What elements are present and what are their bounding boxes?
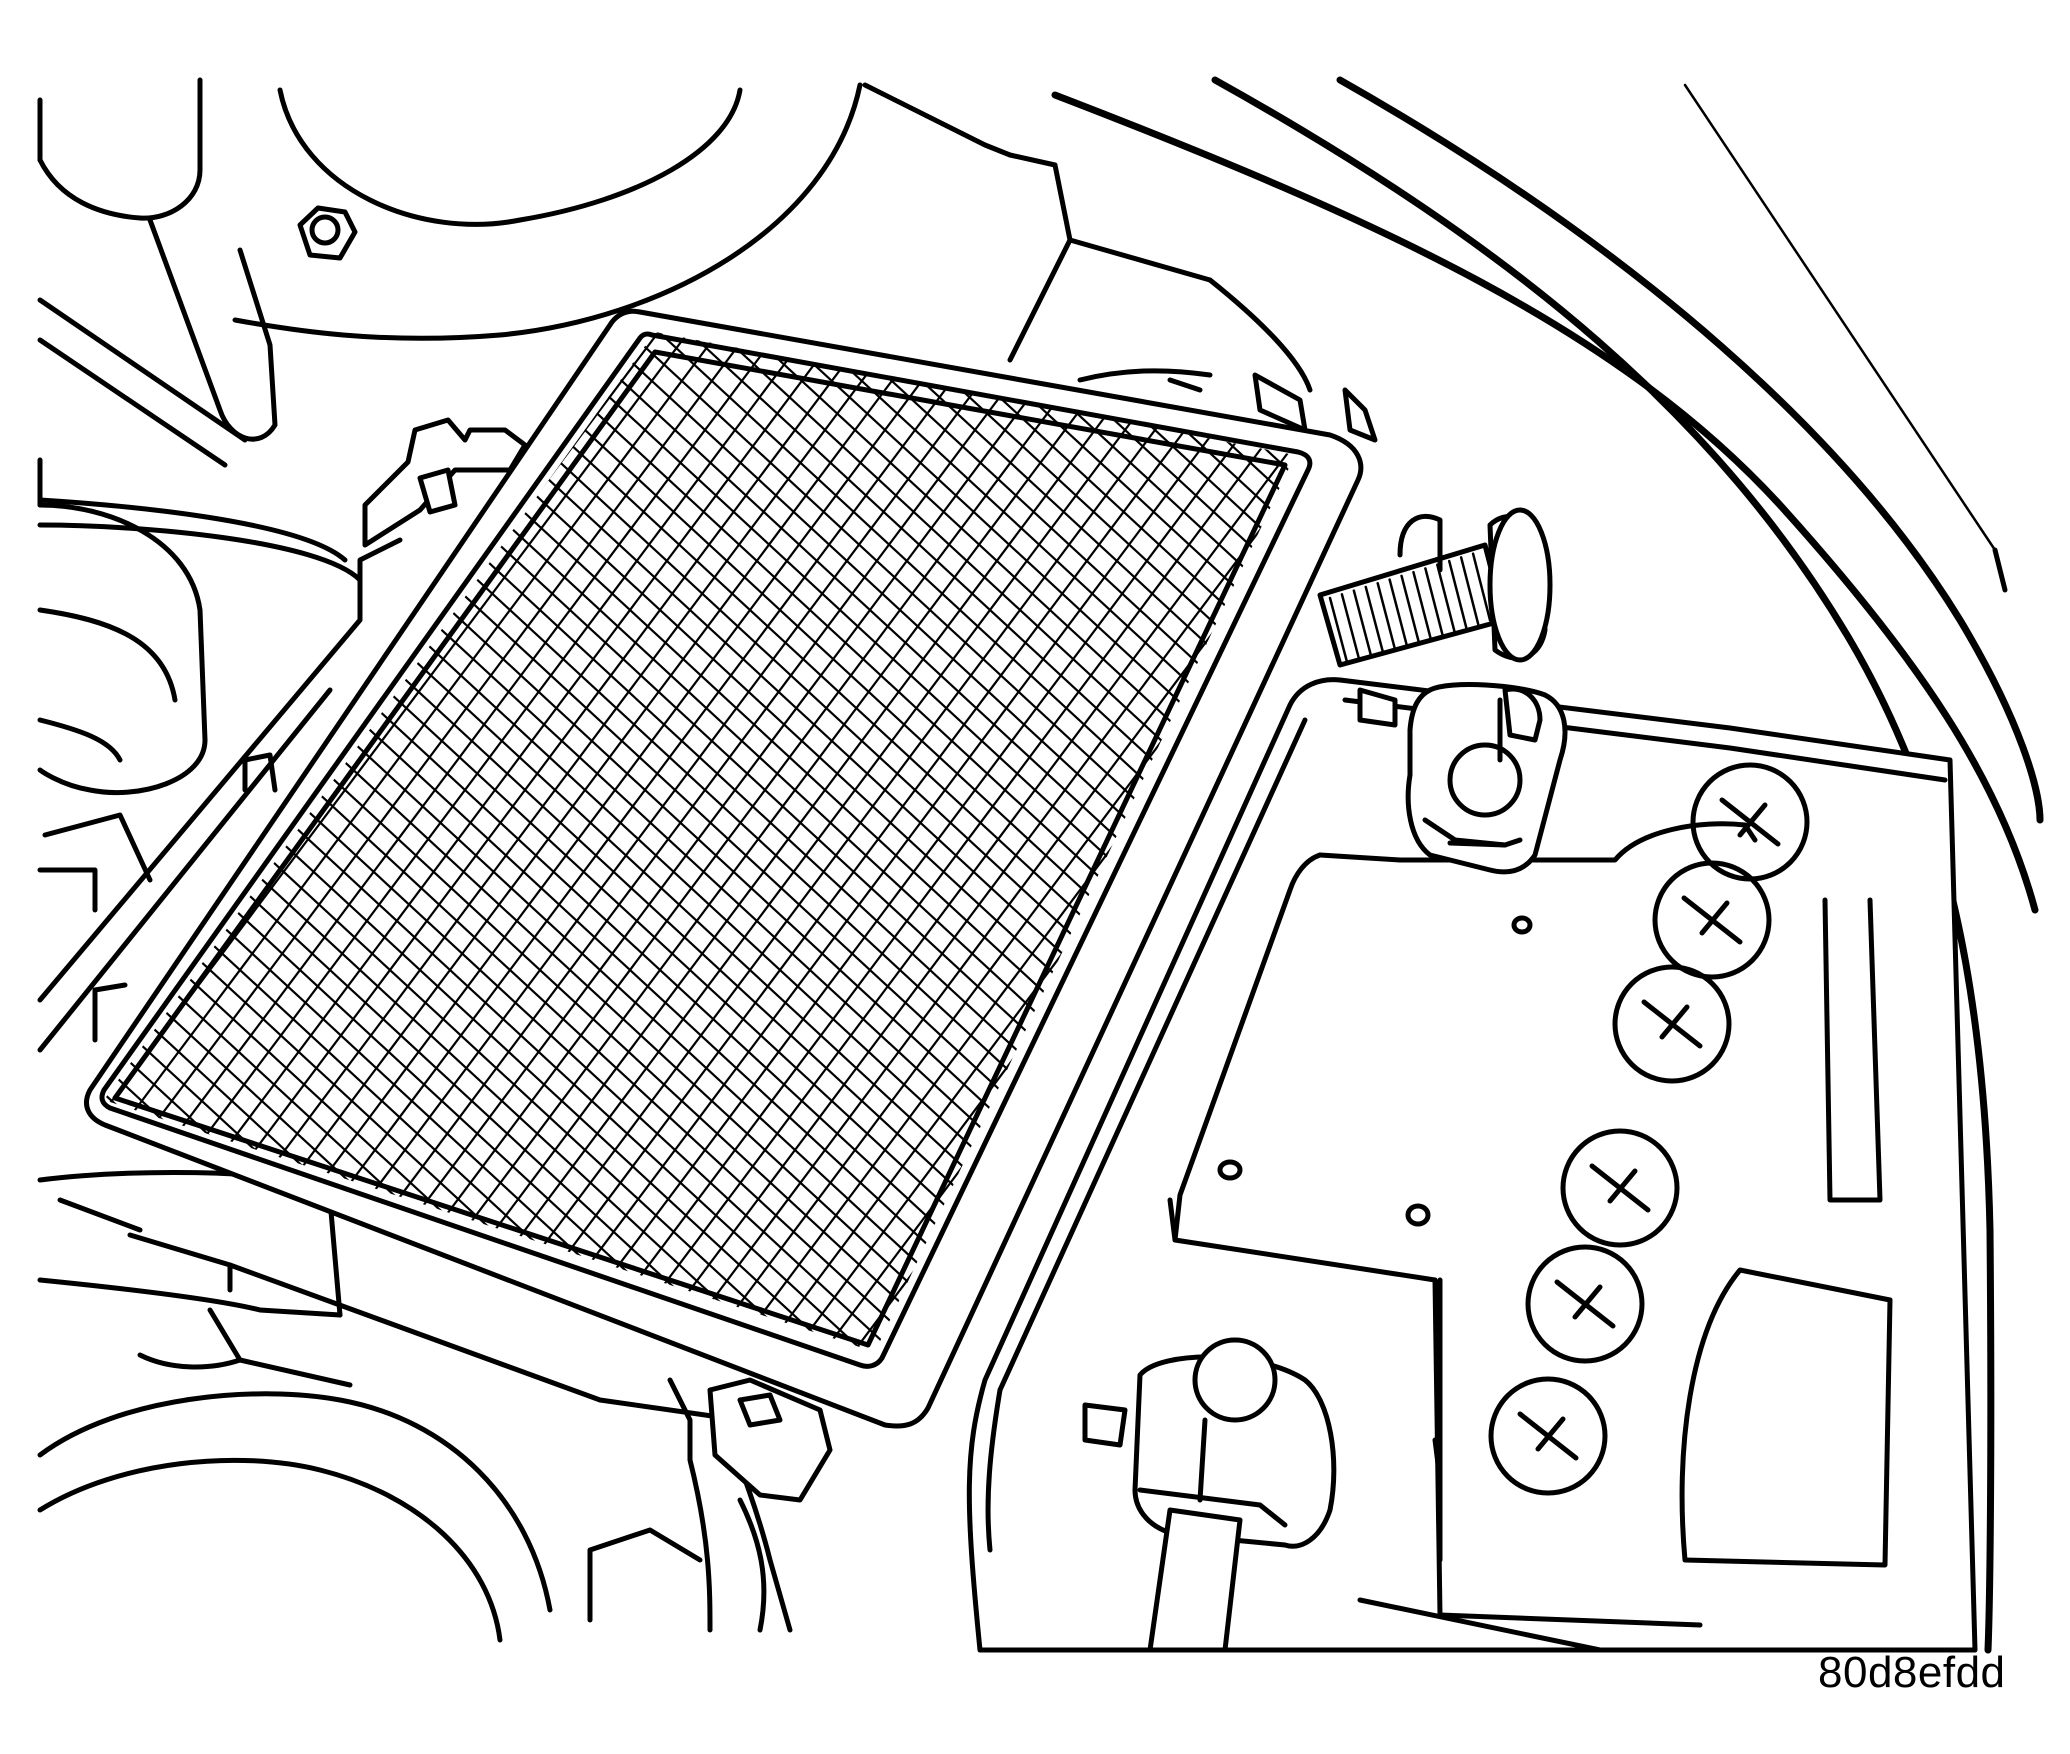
mesh-line (839, 332, 1295, 1352)
mesh-line (1950, 250, 2070, 1450)
mesh-line (749, 332, 1295, 1352)
mesh-line (104, 332, 211, 1352)
mesh-line (809, 332, 1295, 1352)
mesh-line (0, 250, 60, 1450)
mesh-line (104, 332, 121, 1352)
mesh-line (359, 332, 1295, 1352)
mesh-line (104, 332, 1121, 1352)
mesh-line (104, 332, 751, 1352)
mesh-line (899, 332, 1295, 1352)
mesh-line (869, 332, 1295, 1352)
hold-down-bolt (1317, 507, 1553, 668)
mesh-line (419, 332, 1295, 1352)
mesh-line (0, 250, 100, 1450)
bolt-thread (1471, 552, 1492, 622)
bolt-thread (1388, 578, 1408, 646)
mesh-line (629, 332, 1295, 1352)
mesh-line (104, 332, 1001, 1352)
mesh-line (689, 332, 1295, 1352)
mesh-line (1950, 250, 2070, 1450)
mesh-line (104, 332, 1091, 1352)
cell-cap (1652, 860, 1772, 980)
mesh-line (779, 332, 1295, 1352)
mesh-line (104, 332, 781, 1352)
mesh-line (959, 332, 1295, 1352)
mesh-line (1019, 332, 1295, 1352)
mesh-line (1049, 332, 1295, 1352)
cell-cap (1525, 1244, 1645, 1364)
bolt-thread (1412, 570, 1432, 640)
bolt-thread (1364, 585, 1385, 653)
bolt-thread (1436, 563, 1456, 633)
mesh-line (2040, 250, 2070, 1450)
cell-caps (1488, 762, 1810, 1496)
bolt-thread (1328, 596, 1349, 664)
bolt-thread (1376, 581, 1396, 650)
mesh-line (659, 332, 1295, 1352)
mesh-line (389, 332, 1295, 1352)
bolt-thread (1447, 559, 1468, 629)
mesh-line (104, 332, 841, 1352)
mesh-line (659, 332, 1295, 1352)
mesh-line (104, 332, 221, 1352)
mesh-line (104, 332, 811, 1352)
bolt-thread (1352, 589, 1373, 657)
mesh-line (719, 332, 1295, 1352)
mesh-line (104, 332, 971, 1352)
mesh-line (0, 250, 90, 1450)
mesh-line (419, 332, 1295, 1352)
cell-cap (1560, 1128, 1680, 1248)
air-cleaner-cover (0, 250, 2070, 1450)
battery-terminal-lower (1082, 1337, 1337, 1653)
bolt-thread (1340, 593, 1361, 660)
hex-nut (297, 205, 358, 261)
mesh-line (104, 332, 131, 1352)
cell-cap (1488, 1376, 1608, 1496)
battery-terminal-upper (1357, 682, 1568, 875)
mesh-line (2040, 250, 2070, 1450)
bolt-thread (1459, 556, 1480, 626)
mesh-line (599, 332, 1295, 1352)
cover-clips (362, 372, 1378, 1503)
mesh-line (104, 332, 191, 1352)
mesh-line (104, 332, 1061, 1352)
mesh-line (104, 332, 941, 1352)
reservoir-cap (37, 457, 363, 913)
mesh-line (569, 332, 1295, 1352)
figure-id-label: 80d8efdd (1818, 1648, 2006, 1697)
mesh-line (104, 332, 251, 1352)
mesh-line (509, 332, 1295, 1352)
mesh-line (929, 332, 1295, 1352)
mesh-line (104, 332, 151, 1352)
mesh-line (0, 250, 30, 1450)
bolt-thread (1400, 574, 1420, 643)
mesh-line (479, 332, 1295, 1352)
mesh-line (104, 332, 1031, 1352)
engine-bay-lines (862, 82, 1313, 393)
bolt-thread (1424, 567, 1444, 636)
mesh-line (104, 332, 181, 1352)
cell-cap (1612, 964, 1732, 1084)
strut-tower (37, 77, 863, 468)
